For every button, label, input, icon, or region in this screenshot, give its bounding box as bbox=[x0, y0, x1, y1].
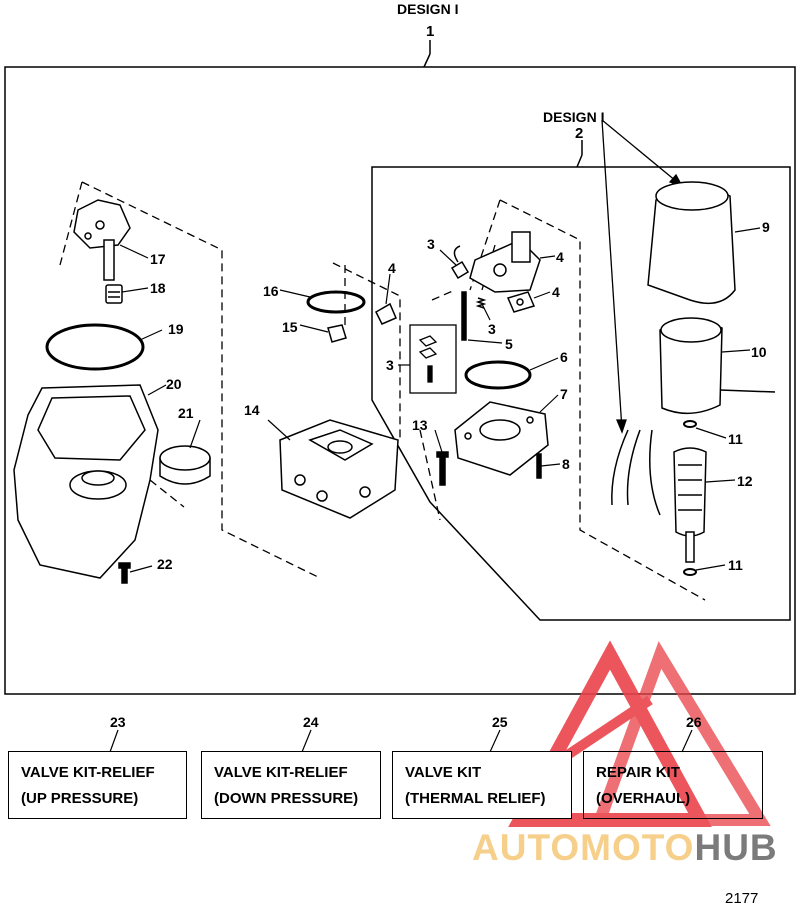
part-4-clip-right bbox=[506, 291, 536, 313]
assembly-frame bbox=[4, 66, 796, 695]
part-6-oring bbox=[464, 360, 532, 390]
callout-11: 11 bbox=[728, 431, 743, 447]
part-12-armature bbox=[673, 447, 707, 563]
watermark-part1: AUTOMOTO bbox=[472, 827, 695, 868]
dashed-assembly-lines bbox=[59, 181, 706, 601]
callout-2: 2 bbox=[575, 125, 584, 142]
watermark-part2: HUB bbox=[694, 827, 778, 868]
callout-13: 13 bbox=[412, 417, 428, 433]
callout-3: 3 bbox=[488, 321, 496, 337]
watermark-text: AUTOMOTOHUB bbox=[472, 827, 778, 869]
callout-19: 19 bbox=[168, 321, 184, 337]
callout-14: 14 bbox=[244, 402, 260, 418]
kit-title: REPAIR KIT bbox=[596, 764, 680, 781]
callout-10: 10 bbox=[751, 344, 767, 360]
callout-4: 4 bbox=[388, 260, 396, 276]
kit-title: VALVE KIT-RELIEF bbox=[214, 764, 348, 781]
part-13-bolt bbox=[436, 451, 449, 486]
callout-17: 17 bbox=[150, 251, 166, 267]
callout-4: 4 bbox=[556, 249, 564, 265]
figure-number: 2177 bbox=[725, 890, 759, 907]
part-19-oring bbox=[45, 323, 145, 371]
leader-lines bbox=[119, 227, 761, 573]
part-3-brush-box bbox=[409, 324, 457, 394]
kit-number-23: 23 bbox=[110, 714, 126, 730]
kit-number-25: 25 bbox=[492, 714, 508, 730]
callout-4: 4 bbox=[552, 284, 560, 300]
kit-number-24: 24 bbox=[303, 714, 319, 730]
callout-18: 18 bbox=[150, 280, 166, 296]
kit-box-thermal-relief: VALVE KIT (THERMAL RELIEF) bbox=[392, 751, 572, 819]
callout-6: 6 bbox=[560, 349, 568, 365]
callout-3: 3 bbox=[386, 357, 394, 373]
part-11-washers bbox=[683, 420, 697, 576]
part-4-bracket bbox=[469, 231, 541, 293]
callout-21: 21 bbox=[178, 405, 194, 421]
callout-20: 20 bbox=[166, 376, 182, 392]
part-16-oring bbox=[306, 290, 366, 314]
callout-5: 5 bbox=[505, 336, 513, 352]
kit-box-repair-overhaul: REPAIR KIT (OVERHAUL) bbox=[583, 751, 763, 819]
part-5-pin bbox=[461, 291, 467, 341]
kit-subtitle: (UP PRESSURE) bbox=[21, 790, 139, 807]
callout-15: 15 bbox=[282, 319, 298, 335]
part-3-springs bbox=[475, 297, 487, 309]
callout-1: 1 bbox=[426, 23, 435, 40]
kit-number-26: 26 bbox=[686, 714, 702, 730]
kit-box-up-pressure: VALVE KIT-RELIEF (UP PRESSURE) bbox=[8, 751, 187, 819]
part-21-cap bbox=[159, 445, 211, 485]
callout-7: 7 bbox=[560, 386, 568, 402]
part-3-switch-a bbox=[450, 245, 470, 280]
part-8-screw bbox=[536, 453, 542, 479]
part-4-clip-left bbox=[375, 302, 397, 325]
part-9-motor-cover bbox=[647, 181, 736, 305]
part-22-screw bbox=[118, 562, 131, 584]
callout-16: 16 bbox=[263, 283, 279, 299]
callout-3: 3 bbox=[427, 236, 435, 252]
watermark-logo-shape bbox=[508, 640, 771, 827]
design-label-sub: DESIGN I bbox=[543, 109, 605, 125]
kit-title: VALVE KIT bbox=[405, 764, 482, 781]
kit-subtitle: (DOWN PRESSURE) bbox=[214, 790, 359, 807]
kit-title: VALVE KIT-RELIEF bbox=[21, 764, 155, 781]
kit-subtitle: (THERMAL RELIEF) bbox=[405, 790, 546, 807]
callout-11: 11 bbox=[728, 557, 743, 573]
part-17-valve bbox=[73, 199, 131, 281]
kit-leaders bbox=[109, 729, 693, 753]
kit-box-down-pressure: VALVE KIT-RELIEF (DOWN PRESSURE) bbox=[201, 751, 381, 819]
part-18-plug bbox=[105, 284, 123, 304]
design-label-top: DESIGN I bbox=[397, 1, 459, 17]
callout-8: 8 bbox=[562, 456, 570, 472]
motor-subassembly-frame bbox=[371, 166, 791, 621]
part-10-stator bbox=[611, 317, 776, 516]
design-arrows bbox=[601, 119, 684, 434]
part-15-block bbox=[327, 324, 347, 343]
callout-22: 22 bbox=[157, 556, 173, 572]
part-7-end-cap bbox=[454, 401, 549, 476]
part-14-pump-body bbox=[279, 419, 399, 519]
kit-subtitle: (OVERHAUL) bbox=[596, 790, 691, 807]
callout-12: 12 bbox=[737, 473, 753, 489]
part-20-reservoir bbox=[13, 384, 159, 579]
callout-9: 9 bbox=[762, 219, 770, 235]
